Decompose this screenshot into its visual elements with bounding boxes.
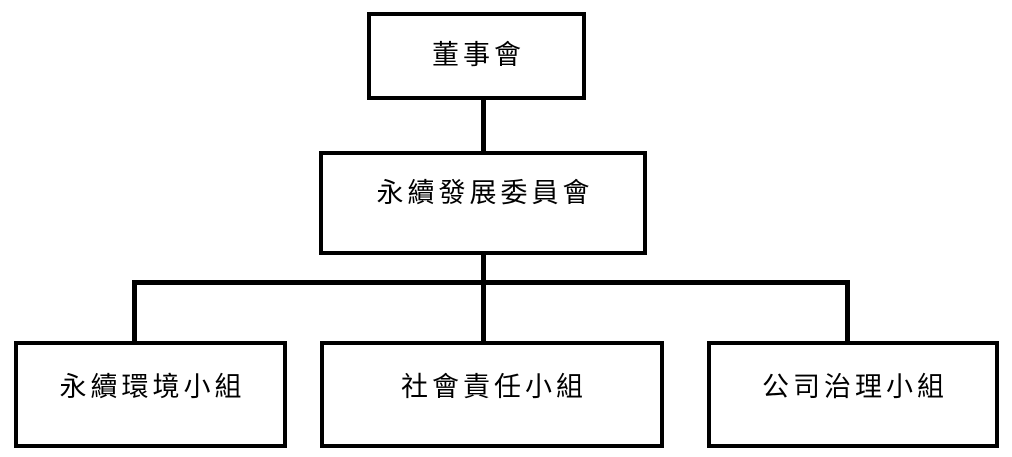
org-node-board: 董事會 — [367, 12, 586, 100]
connector-bar-to-group-gov — [845, 280, 850, 343]
connector-bar-to-group-env — [132, 280, 137, 343]
org-node-group-env: 永續環境小組 — [14, 341, 287, 448]
org-node-group-gov: 公司治理小組 — [707, 341, 999, 448]
org-node-group-social: 社會責任小組 — [320, 341, 664, 448]
org-node-group-env-label: 永續環境小組 — [59, 371, 246, 403]
org-node-committee-label: 永續發展委員會 — [376, 178, 594, 210]
org-node-committee: 永續發展委員會 — [319, 151, 647, 255]
org-node-board-label: 董事會 — [432, 40, 525, 72]
org-node-group-gov-label: 公司治理小組 — [762, 371, 948, 403]
connector-bar-to-group-social — [481, 280, 486, 343]
connector-committee-to-bar — [481, 252, 486, 285]
org-node-group-social-label: 社會責任小組 — [401, 371, 587, 403]
connector-board-to-committee — [481, 98, 486, 153]
connector-horizontal-bar — [132, 280, 850, 285]
